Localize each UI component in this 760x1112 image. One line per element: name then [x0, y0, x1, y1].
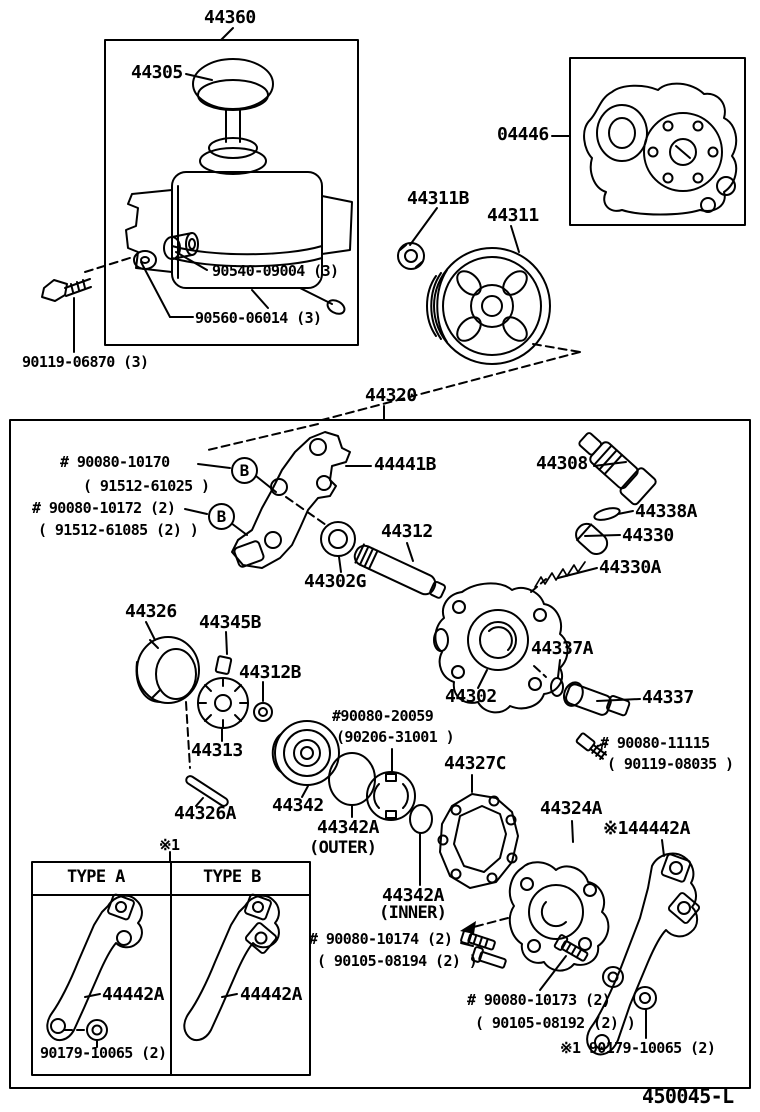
reservoir-cap-drawing	[192, 58, 274, 175]
shaft-drawing	[353, 543, 447, 599]
callout-inner-note: (INNER)	[379, 903, 447, 923]
callout-44337: 44337	[642, 687, 694, 708]
type-a-nut-drawing	[86, 1019, 108, 1041]
union-bolt-drawing	[575, 732, 608, 761]
callout-44311B: 44311B	[407, 188, 470, 209]
union-drawing	[562, 681, 631, 717]
callout-90179-type-a: 90179-10065 (2)	[40, 1044, 167, 1062]
union-oring-drawing	[550, 677, 564, 697]
figure-code: 450045-L	[642, 1084, 734, 1108]
rear-bracket-drawing	[231, 431, 351, 569]
callout-44311: 44311	[487, 205, 539, 226]
ref-circle-b-2: B	[208, 503, 235, 530]
type-b-arm-drawing	[183, 893, 280, 1042]
rear-plate-gasket-drawing	[437, 793, 519, 889]
callout-44305: 44305	[131, 62, 183, 83]
callout-90206-31001: (90206-31001 )	[336, 728, 455, 746]
callout-44360: 44360	[204, 7, 256, 28]
callout-90080-10173: # 90080-10173 (2)	[467, 991, 611, 1009]
bearing-drawing	[320, 521, 356, 557]
valve-spring-drawing	[534, 561, 586, 588]
callout-90080-11115: # 90080-11115	[600, 734, 710, 752]
type-a-arm-drawing	[46, 893, 143, 1042]
callout-44312B: 44312B	[239, 662, 302, 683]
callout-44326: 44326	[125, 601, 177, 622]
callout-44330: 44330	[622, 525, 674, 546]
callout-44313: 44313	[191, 740, 243, 761]
callout-44320: 44320	[365, 385, 417, 406]
callout-outer-note: (OUTER)	[309, 838, 377, 858]
reservoir-grommet-drawing	[133, 232, 199, 270]
cam-ring-drawing	[366, 771, 416, 821]
stay-bracket-drawing	[586, 852, 701, 1056]
callout-44442A-type-a: 44442A	[102, 984, 165, 1005]
reservoir-tank-drawing	[125, 171, 353, 315]
arrow-head	[460, 921, 476, 934]
gasket-kit-drawing	[583, 82, 738, 216]
callout-90119-06870: 90119-06870 (3)	[22, 353, 149, 371]
callout-44326A: 44326A	[174, 803, 237, 824]
callout-44308: 44308	[536, 453, 588, 474]
valve-piston-drawing	[575, 522, 609, 556]
inner-oring-drawing	[409, 804, 433, 834]
callout-44324A: 44324A	[540, 798, 603, 819]
callout-90179-right: ※1 90179-10065 (2)	[560, 1039, 716, 1057]
callout-44312: 44312	[381, 521, 433, 542]
callout-90080-10170: # 90080-10170	[60, 453, 170, 471]
pulley-drawing	[426, 247, 551, 365]
callout-44441B: 44441B	[374, 454, 437, 475]
callout-44442A-type-b: 44442A	[240, 984, 303, 1005]
leader-lines	[73, 27, 665, 1048]
ref-circle-b-1: B	[231, 457, 258, 484]
callout-90105-08192: ( 90105-08192 (2) )	[475, 1014, 636, 1032]
outer-oring-drawing	[328, 752, 376, 806]
sub-plate-drawing	[271, 720, 340, 786]
front-housing-drawing	[433, 582, 569, 714]
table-header-type-b: TYPE B	[203, 867, 261, 887]
dashed-links	[63, 256, 581, 1031]
valve-oring-drawing	[593, 507, 621, 521]
front-bolt-drawing	[553, 934, 589, 962]
callout-04446: 04446	[497, 124, 549, 145]
straight-pin-drawing	[185, 775, 229, 807]
rotor-drawing	[197, 677, 249, 729]
rear-housing-drawing	[508, 861, 610, 972]
pulley-nut-drawing	[397, 242, 425, 270]
callout-91512-61085: ( 91512-61085 (2) )	[38, 521, 199, 539]
callout-44327C: 44327C	[444, 753, 507, 774]
washer-drawing	[253, 702, 273, 722]
callout-44337A: 44337A	[531, 638, 594, 659]
callout-44345B: 44345B	[199, 612, 262, 633]
table-note-mark: ※1	[159, 836, 180, 854]
side-plate-drawing	[135, 636, 200, 704]
callout-44302G: 44302G	[304, 571, 367, 592]
callout-90080-20059: #90080-20059	[332, 707, 434, 725]
callout-90105-08194: ( 90105-08194 (2) )	[317, 952, 478, 970]
callout-44342A-outer: 44342A	[317, 817, 380, 838]
callout-90080-10172: # 90080-10172 (2)	[32, 499, 176, 517]
callout-90560-06014: 90560-06014 (3)	[195, 309, 322, 327]
callout-44338A: 44338A	[635, 501, 698, 522]
table-header-type-a: TYPE A	[67, 867, 125, 887]
callout-44302: 44302	[445, 686, 497, 707]
assembly-frames	[9, 39, 751, 1089]
callout-90080-10174: # 90080-10174 (2)	[309, 930, 453, 948]
callout-44342: 44342	[272, 795, 324, 816]
callout-44442A-right: ※144442A	[603, 818, 690, 839]
callout-90540-09004: 90540-09004 (3)	[212, 262, 339, 280]
callout-44342A-inner: 44342A	[382, 885, 445, 906]
callout-90119-08035: ( 90119-08035 )	[607, 755, 734, 773]
reservoir-bolt-drawing	[41, 278, 92, 302]
callout-44330A: 44330A	[599, 557, 662, 578]
shaft-key-drawing	[214, 655, 233, 675]
stay-nuts-drawing	[602, 966, 657, 1010]
callout-91512-61025: ( 91512-61025 )	[83, 477, 210, 495]
